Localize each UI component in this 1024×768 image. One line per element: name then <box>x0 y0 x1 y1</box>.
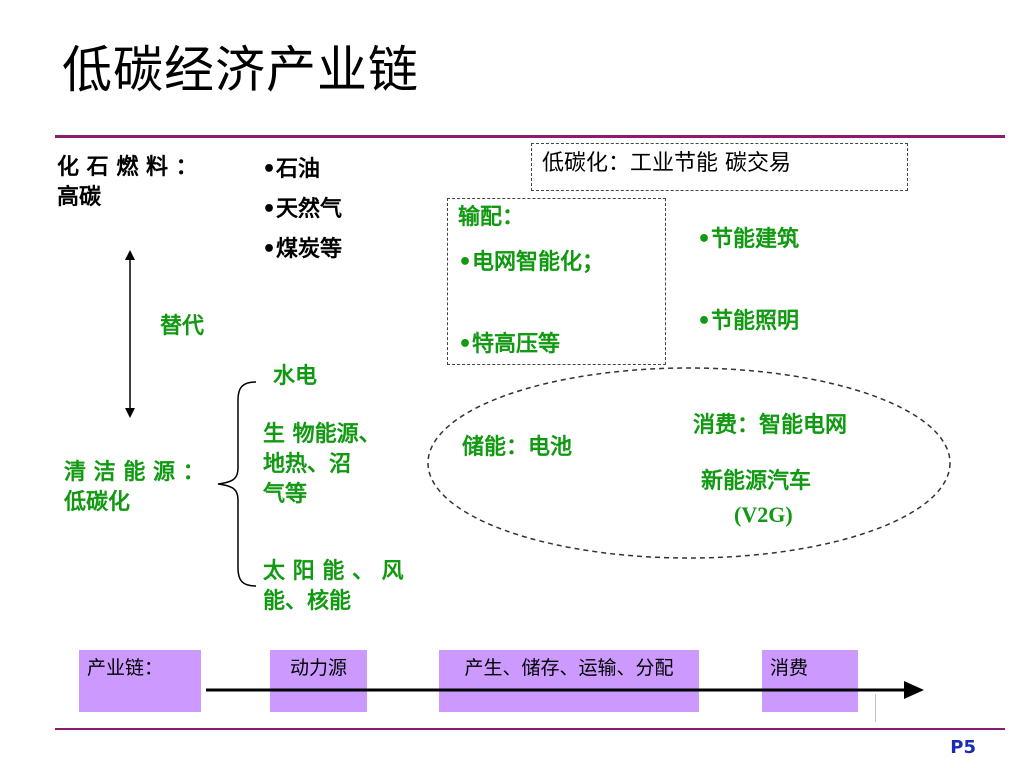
chain-arrow <box>206 681 924 699</box>
fossil-label: 化 石 燃 料 ： 高碳 <box>57 153 198 213</box>
storage-label: 储能：电池 <box>462 435 573 460</box>
consumption-line1: 消费：智能电网 <box>693 413 848 438</box>
substitute-label: 替代 <box>160 314 205 339</box>
clean-label: 清 洁 能 源 ： 低碳化 <box>64 458 205 518</box>
transmission-item-smart-grid: •电网智能化； <box>458 250 605 275</box>
chain-label: 产业链： <box>87 657 164 679</box>
transmission-item-uhv: •特高压等 <box>458 332 561 357</box>
clean-item-bio: 生 物能源、 地热、沼 气等 <box>263 420 381 510</box>
brace-icon <box>217 381 257 587</box>
fossil-item-coal: •煤炭等 <box>262 237 343 262</box>
storage-consumption-ellipse <box>427 367 951 559</box>
fossil-label-line2: 高碳 <box>57 185 102 210</box>
low-carbon-text: 低碳化：工业节能 碳交易 <box>542 151 791 176</box>
transmission-box <box>447 198 666 365</box>
decor-line <box>875 694 876 722</box>
clean-item-hydro-text: 水电 <box>273 364 318 389</box>
clean-item-solar-line2: 能、核能 <box>263 589 352 614</box>
chain-stage-consumption: 消费 <box>762 650 858 712</box>
consumption-line3: (V2G) <box>734 502 793 527</box>
consumption-line2: 新能源汽车 <box>701 469 812 494</box>
efficiency-item-building: •节能建筑 <box>697 227 800 252</box>
clean-label-line2: 低碳化 <box>64 490 131 515</box>
clean-item-bio-line3: 气等 <box>263 482 308 507</box>
substitute-arrow <box>125 250 135 418</box>
fossil-item-oil: •石油 <box>262 157 321 182</box>
clean-item-solar-line1: 太 阳 能 、 风 <box>263 559 404 584</box>
efficiency-item-lighting: •节能照明 <box>697 309 800 334</box>
page-number: P5 <box>950 737 976 758</box>
top-divider <box>55 135 1005 138</box>
fossil-items: •石油 •天然气 •煤炭等 <box>262 150 342 270</box>
chain-stage-consumption-label: 消费 <box>770 657 809 679</box>
slide-title: 低碳经济产业链 <box>62 41 419 99</box>
low-carbon-box: 低碳化：工业节能 碳交易 <box>531 143 908 191</box>
clean-item-solar: 太 阳 能 、 风 能、核能 <box>263 557 404 617</box>
transmission-title: 输配： <box>458 205 525 230</box>
chain-stage-power-source: 动力源 <box>270 650 367 712</box>
chain-stage-distribution-label: 产生、储存、运输、分配 <box>464 657 674 679</box>
bottom-divider <box>55 728 1005 730</box>
fossil-item-gas: •天然气 <box>262 197 343 222</box>
fossil-label-line1: 化 石 燃 料 ： <box>57 155 198 180</box>
clean-item-bio-line2: 地热、沼 <box>263 452 352 477</box>
chain-stage-power-source-label: 动力源 <box>289 657 347 679</box>
clean-item-hydro: 水电 <box>273 362 317 392</box>
clean-label-line1: 清 洁 能 源 ： <box>64 460 205 485</box>
chain-label-box: 产业链： <box>79 650 201 712</box>
clean-item-bio-line1: 生 物能源、 <box>263 422 381 447</box>
chain-stage-distribution: 产生、储存、运输、分配 <box>439 650 699 712</box>
